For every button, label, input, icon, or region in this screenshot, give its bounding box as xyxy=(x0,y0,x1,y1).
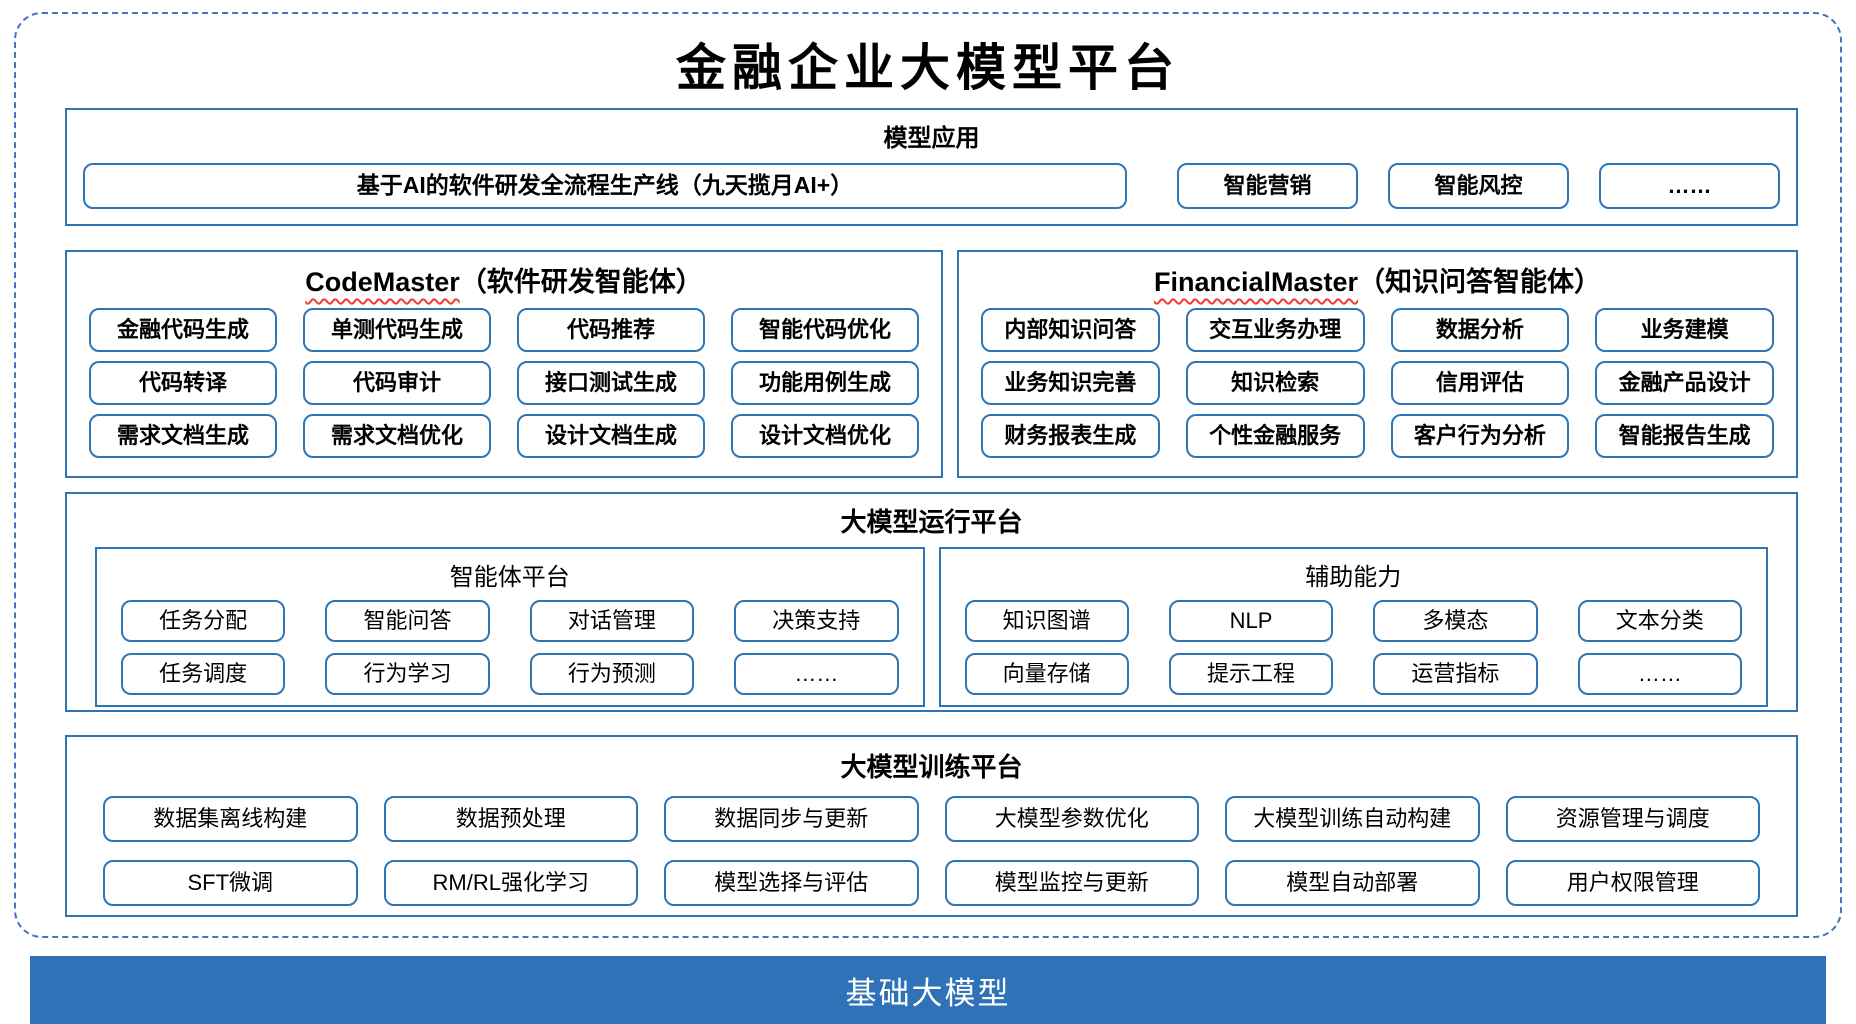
capability-item: 模型自动部署 xyxy=(1225,860,1480,906)
app-item-risk: 智能风控 xyxy=(1388,163,1569,209)
codemaster-suffix: （软件研发智能体） xyxy=(459,267,703,297)
codemaster-header: CodeMaster（软件研发智能体） xyxy=(67,260,941,299)
app-item-more: …… xyxy=(1599,163,1780,209)
financialmaster-box: FinancialMaster（知识问答智能体） 内部知识问答 交互业务办理 数… xyxy=(957,250,1798,478)
agents-section: CodeMaster（软件研发智能体） 金融代码生成 单测代码生成 代码推荐 智… xyxy=(65,250,1798,478)
capability-item: 任务分配 xyxy=(121,600,286,642)
capability-item: 模型选择与评估 xyxy=(664,860,919,906)
capability-item: 资源管理与调度 xyxy=(1505,796,1760,842)
auxiliary-capability-grid: 知识图谱 NLP 多模态 文本分类 向量存储 提示工程 运营指标 …… xyxy=(941,592,1767,709)
capability-item: 需求文档生成 xyxy=(89,414,277,458)
capability-item: 智能报告生成 xyxy=(1595,414,1774,458)
capability-item: 代码审计 xyxy=(303,361,491,405)
capability-item: 财务报表生成 xyxy=(981,414,1160,458)
financialmaster-suffix: （知识问答智能体） xyxy=(1358,267,1602,297)
capability-item: 智能代码优化 xyxy=(731,308,919,352)
capability-item: 运营指标 xyxy=(1373,653,1538,695)
capability-item: 业务知识完善 xyxy=(981,361,1160,405)
training-platform-grid: 数据集离线构建 数据预处理 数据同步与更新 大模型参数优化 大模型训练自动构建 … xyxy=(67,784,1796,906)
capability-item: 金融代码生成 xyxy=(89,308,277,352)
app-item-marketing: 智能营销 xyxy=(1177,163,1358,209)
capability-item: 设计文档优化 xyxy=(731,414,919,458)
capability-item: 行为预测 xyxy=(529,653,695,695)
capability-item: 数据同步与更新 xyxy=(664,796,919,842)
capability-item: 任务调度 xyxy=(121,653,286,695)
capability-item: 业务建模 xyxy=(1595,308,1774,352)
capability-item: 数据分析 xyxy=(1390,308,1570,352)
agent-platform-box: 智能体平台 任务分配 智能问答 对话管理 决策支持 任务调度 行为学习 行为预测… xyxy=(95,547,925,707)
capability-item: NLP xyxy=(1168,600,1334,642)
runtime-platform-header: 大模型运行平台 xyxy=(840,507,1023,537)
capability-item: 单测代码生成 xyxy=(303,308,491,352)
capability-item: 设计文档生成 xyxy=(517,414,705,458)
agent-platform-grid: 任务分配 智能问答 对话管理 决策支持 任务调度 行为学习 行为预测 …… xyxy=(97,592,923,709)
capability-item: 数据预处理 xyxy=(383,796,638,842)
model-application-section: 模型应用 基于AI的软件研发全流程生产线（九天揽月AI+） 智能营销 智能风控 … xyxy=(65,108,1798,226)
capability-item: 功能用例生成 xyxy=(731,361,919,405)
capability-item: 智能问答 xyxy=(325,600,490,642)
capability-item: 提示工程 xyxy=(1168,653,1334,695)
codemaster-name: CodeMaster xyxy=(305,267,460,297)
capability-item: 个性金融服务 xyxy=(1185,414,1365,458)
capability-item: 内部知识问答 xyxy=(981,308,1160,352)
capability-item: …… xyxy=(734,653,899,695)
capability-item: 对话管理 xyxy=(529,600,695,642)
capability-item: 模型监控与更新 xyxy=(944,860,1199,906)
capability-item: 大模型参数优化 xyxy=(944,796,1199,842)
capability-item: 代码推荐 xyxy=(517,308,705,352)
capability-item: 文本分类 xyxy=(1577,600,1742,642)
model-application-header: 模型应用 xyxy=(883,125,980,152)
training-platform-section: 大模型训练平台 数据集离线构建 数据预处理 数据同步与更新 大模型参数优化 大模… xyxy=(65,735,1798,917)
capability-item: 向量存储 xyxy=(964,653,1129,695)
app-item-pipeline: 基于AI的软件研发全流程生产线（九天揽月AI+） xyxy=(83,163,1127,209)
codemaster-grid: 金融代码生成 单测代码生成 代码推荐 智能代码优化 代码转译 代码审计 接口测试… xyxy=(67,299,941,472)
diagram-title: 金融企业大模型平台 xyxy=(676,40,1180,96)
runtime-platform-section: 大模型运行平台 智能体平台 任务分配 智能问答 对话管理 决策支持 任务调度 行… xyxy=(65,492,1798,712)
codemaster-box: CodeMaster（软件研发智能体） 金融代码生成 单测代码生成 代码推荐 智… xyxy=(65,250,943,478)
capability-item: 决策支持 xyxy=(734,600,899,642)
capability-item: 大模型训练自动构建 xyxy=(1225,796,1480,842)
capability-item: RM/RL强化学习 xyxy=(383,860,638,906)
auxiliary-capability-box: 辅助能力 知识图谱 NLP 多模态 文本分类 向量存储 提示工程 运营指标 …… xyxy=(938,547,1768,709)
capability-item: 知识检索 xyxy=(1185,361,1365,405)
capability-item: 接口测试生成 xyxy=(517,361,705,405)
financialmaster-name: FinancialMaster xyxy=(1153,267,1359,297)
runtime-groups: 智能体平台 任务分配 智能问答 对话管理 决策支持 任务调度 行为学习 行为预测… xyxy=(67,539,1796,707)
capability-item: 代码转译 xyxy=(89,361,277,405)
model-application-row: 基于AI的软件研发全流程生产线（九天揽月AI+） 智能营销 智能风控 …… xyxy=(67,153,1796,209)
capability-item: 需求文档优化 xyxy=(303,414,491,458)
capability-item: 客户行为分析 xyxy=(1390,414,1570,458)
capability-item: 知识图谱 xyxy=(964,600,1129,642)
financialmaster-grid: 内部知识问答 交互业务办理 数据分析 业务建模 业务知识完善 知识检索 信用评估… xyxy=(959,299,1796,472)
capability-item: 信用评估 xyxy=(1390,361,1570,405)
capability-item: 多模态 xyxy=(1373,600,1538,642)
capability-item: SFT微调 xyxy=(103,860,358,906)
capability-item: …… xyxy=(1577,653,1742,695)
training-platform-header: 大模型训练平台 xyxy=(840,752,1023,782)
agent-platform-header: 智能体平台 xyxy=(449,564,570,591)
foundation-model-label: 基础大模型 xyxy=(845,975,1011,1011)
auxiliary-capability-header: 辅助能力 xyxy=(1305,564,1402,591)
capability-item: 用户权限管理 xyxy=(1505,860,1760,906)
foundation-model-bar: 基础大模型 xyxy=(30,956,1826,1024)
capability-item: 数据集离线构建 xyxy=(103,796,358,842)
financialmaster-header: FinancialMaster（知识问答智能体） xyxy=(959,260,1796,299)
capability-item: 行为学习 xyxy=(325,653,490,695)
capability-item: 金融产品设计 xyxy=(1595,361,1774,405)
capability-item: 交互业务办理 xyxy=(1185,308,1365,352)
dashed-outer-frame xyxy=(14,12,1842,938)
